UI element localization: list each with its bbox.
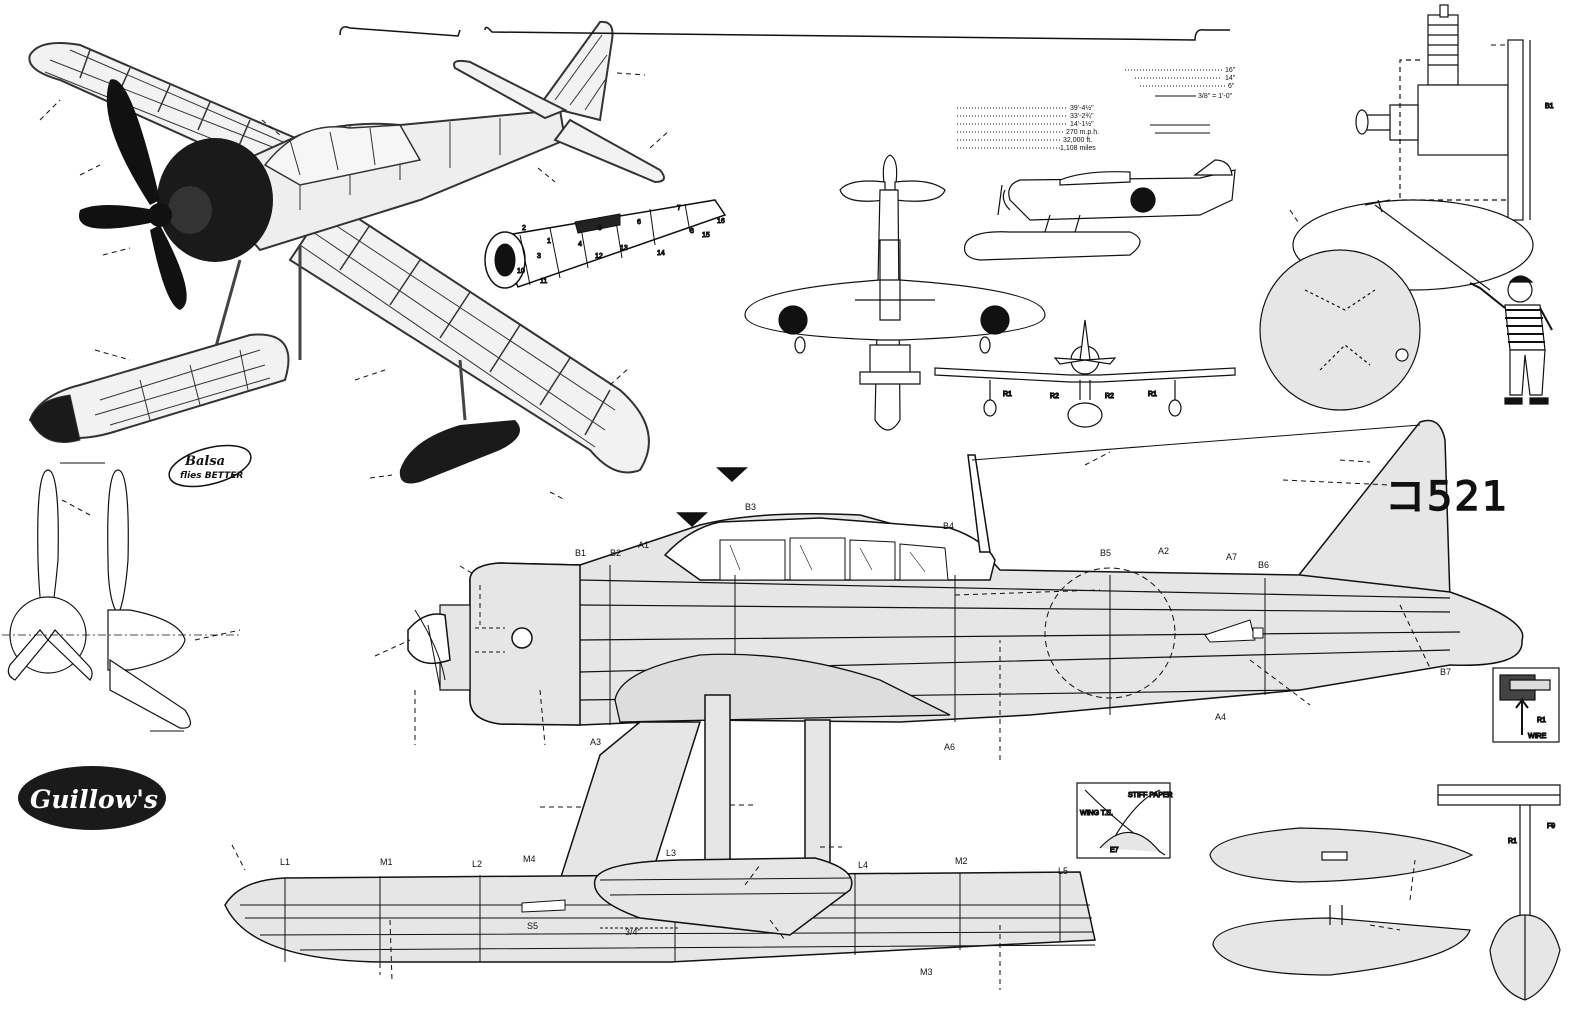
tail-registration: コ521	[1385, 474, 1509, 520]
kit-num-4: 4	[578, 241, 582, 248]
label-b5: B5	[1100, 548, 1111, 558]
label-b4: B4	[943, 521, 954, 531]
spec-ceiling: 32,000 ft.	[1063, 137, 1092, 144]
label-a7: A7	[1226, 552, 1237, 562]
photo-engine	[78, 79, 273, 310]
fuselage-side-plan: コ521	[407, 419, 1524, 726]
three-view-top	[744, 154, 1046, 431]
label-m4: M4	[523, 854, 536, 864]
kit-num-2: 2	[522, 225, 526, 232]
kit-num-3: 3	[537, 253, 541, 260]
propeller-views	[2, 462, 240, 732]
photo-float	[28, 333, 290, 443]
label-s5: S5	[527, 921, 538, 931]
front-label-r2-right: R2	[1105, 393, 1114, 400]
specs-right: 16" 14" 6" 3/8" = 1'-0"	[1125, 67, 1236, 134]
kit-num-13: 13	[620, 245, 628, 252]
fuselage-cone-parts: 1 2 3 4 5 6 7 8 10 11 12 13 14 15 16	[484, 199, 727, 289]
model-photo	[28, 20, 665, 484]
wire-label: WIRE	[1528, 733, 1547, 740]
callout-arrows	[39, 44, 1505, 990]
label-a6: A6	[944, 742, 955, 752]
label-l3: L3	[666, 848, 676, 858]
balsa-badge-line2: flies BETTER	[180, 471, 243, 481]
label-m3: M3	[920, 967, 933, 977]
kit-num-12: 12	[595, 253, 603, 260]
kit-num-16: 16	[717, 218, 725, 225]
label-b6: B6	[1258, 560, 1269, 570]
photo-lower-wing	[288, 198, 650, 474]
kit-num-7: 7	[677, 205, 681, 212]
engine-label-b1: B1	[1545, 103, 1554, 110]
kit-num-5: 5	[598, 225, 602, 232]
balsa-badge: Balsa flies BETTER	[168, 444, 252, 488]
wing-float-detail: R1 F9	[1209, 784, 1561, 1001]
spec-wingspan: 39'-4½"	[1070, 104, 1094, 112]
front-label-r1-left: R1	[1003, 391, 1012, 398]
float-and-struts	[224, 694, 1096, 963]
label-a4: A4	[1215, 712, 1226, 722]
wire-detail: R1 WIRE	[1492, 667, 1560, 743]
fuselage-part-labels: B1 B2 A1 B3 B4 B5 A2 A7 B6 B7 A3 A6 A4	[575, 502, 1451, 752]
photo-tail	[453, 20, 665, 184]
flying-diagram	[1259, 199, 1534, 411]
stiff-paper-label: STIFF PAPER	[1128, 792, 1173, 799]
photo-upper-wing	[28, 42, 302, 172]
label-a2: A2	[1158, 546, 1169, 556]
wire-label-r1: R1	[1537, 717, 1546, 724]
kit-num-15: 15	[702, 232, 710, 239]
kit-num-14: 14	[657, 250, 665, 257]
guillows-logo-text: Guillow's	[30, 785, 158, 814]
three-view-front: R1 R2 R2 R1	[934, 319, 1236, 428]
photo-fuselage	[198, 108, 567, 252]
label-f9: F9	[1547, 823, 1555, 830]
guillows-logo: Guillow's	[18, 766, 166, 830]
kit-num-6: 6	[637, 219, 641, 226]
kit-num-11: 11	[540, 278, 547, 285]
label-m1: M1	[380, 857, 393, 867]
e7-label: E7	[1110, 847, 1119, 854]
label-m2: M2	[955, 856, 968, 866]
three-view-side	[963, 159, 1236, 261]
hook-wires	[339, 26, 1230, 41]
spec-range: 1,108 miles	[1060, 145, 1096, 152]
spec-scale: 3/8" = 1'-0"	[1198, 93, 1233, 100]
wing-te-detail: WING T.E. STIFF PAPER E7	[1076, 782, 1173, 859]
label-b7: B7	[1440, 667, 1451, 677]
photo-tip-float	[399, 420, 520, 484]
label-dimension: 3/4"	[625, 927, 641, 937]
spec-height: 14'-1½"	[1070, 120, 1094, 128]
spec-length: 33'-2¾"	[1070, 113, 1094, 120]
spec-speed: 270 m.p.h.	[1066, 129, 1099, 136]
label-l1: L1	[280, 857, 290, 867]
label-l2: L2	[472, 859, 482, 869]
label-l4: L4	[858, 860, 868, 870]
strut-label-r1: R1	[1508, 838, 1517, 845]
kit-num-1: 1	[547, 238, 551, 245]
label-a3: A3	[590, 737, 601, 747]
label-l5: L5	[1058, 866, 1068, 876]
engine-detail: B1	[1355, 4, 1554, 221]
photo-struts	[213, 245, 467, 421]
label-b3: B3	[745, 502, 756, 512]
balsa-badge-line1: Balsa	[184, 454, 225, 469]
kit-num-10: 10	[517, 268, 525, 275]
kit-num-8: 8	[690, 228, 694, 235]
wing-te-label: WING T.E.	[1080, 810, 1113, 817]
spec-model-span: 16"	[1225, 67, 1236, 74]
float-part-labels: L1 M1 L2 M4 L3 L4 M2 L5 S5 3/4" M3	[280, 848, 1068, 977]
label-b2: B2	[610, 548, 621, 558]
specs-left: 39'-4½" 33'-2¾" 14'-1½" 270 m.p.h. 32,00…	[957, 104, 1099, 152]
front-label-r2-left: R2	[1050, 393, 1059, 400]
spec-model-length: 14"	[1225, 75, 1236, 82]
boy-figure	[1469, 275, 1553, 405]
front-label-r1-right: R1	[1148, 391, 1157, 398]
spec-model-height: 6"	[1228, 83, 1235, 90]
label-b1: B1	[575, 548, 586, 558]
label-a1: A1	[638, 540, 649, 550]
